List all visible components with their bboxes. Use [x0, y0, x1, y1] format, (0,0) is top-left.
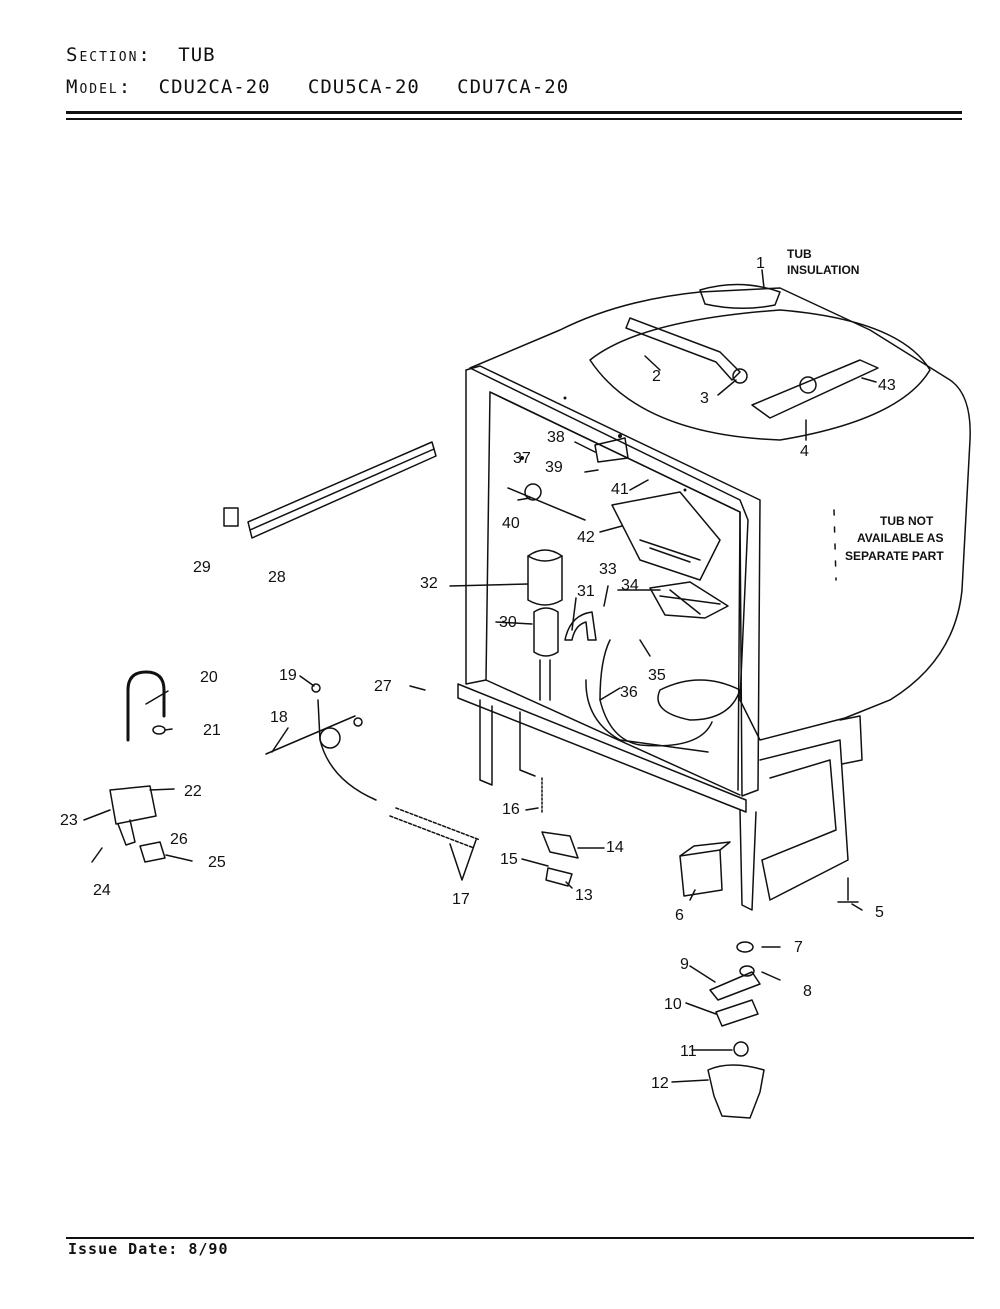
gasket-28 — [247, 441, 437, 539]
section-label: Section: — [66, 44, 152, 66]
callout-42: 42 — [577, 529, 595, 546]
callout-8: 8 — [803, 983, 812, 1000]
callout-39: 39 — [545, 459, 563, 476]
callout-43: 43 — [878, 377, 896, 394]
callout-1: 1 — [756, 255, 765, 272]
callout-22: 22 — [184, 783, 202, 800]
note-tub-insulation-1: TUB — [787, 247, 812, 261]
bracket-25 — [139, 841, 166, 863]
bracket-38 — [594, 437, 629, 463]
model-line: Model: CDU2CA-20 CDU5CA-20 CDU7CA-20 — [66, 76, 569, 98]
rod-18 — [265, 715, 356, 755]
clip-29 — [223, 507, 239, 527]
bracket-31 — [564, 611, 597, 641]
callout-25: 25 — [208, 854, 226, 871]
tub-shell — [469, 287, 971, 741]
callout-14: 14 — [606, 839, 624, 856]
callout-34: 34 — [621, 577, 639, 594]
plate-9 — [709, 971, 761, 1001]
callout-6: 6 — [675, 907, 684, 924]
header-rule-thin — [66, 118, 962, 120]
section-value: TUB — [178, 44, 216, 66]
callout-5: 5 — [875, 904, 884, 921]
callout-19: 19 — [279, 667, 297, 684]
model-label: Model: — [66, 76, 133, 98]
hose-20 — [126, 670, 166, 742]
note-tub-not-available-3: SEPARATE PART — [845, 549, 944, 563]
detergent-dispenser-42 — [611, 491, 721, 581]
callout-32: 32 — [420, 575, 438, 592]
callout-3: 3 — [700, 390, 709, 407]
note-tub-insulation-2: INSULATION — [787, 263, 859, 277]
door-frame — [465, 365, 761, 797]
note-tub-not-available-1: TUB NOT — [880, 514, 934, 528]
lower-spray-area — [657, 679, 741, 721]
callout-27: 27 — [374, 678, 392, 695]
pump-cylinder-32 — [527, 549, 563, 606]
nut-11 — [733, 1041, 749, 1057]
callout-23: 23 — [60, 812, 78, 829]
base-frame — [457, 683, 747, 813]
callout-28: 28 — [268, 569, 286, 586]
element-17 — [389, 807, 481, 849]
callout-21: 21 — [203, 722, 221, 739]
footer-rule — [66, 1237, 974, 1239]
bracket-13 — [545, 867, 573, 887]
callout-11: 11 — [680, 1043, 697, 1060]
callout-31: 31 — [577, 583, 595, 600]
callout-20: 20 — [200, 669, 218, 686]
callout-2: 2 — [652, 368, 661, 385]
float-switch — [319, 727, 341, 749]
callout-18: 18 — [270, 709, 288, 726]
callout-9: 9 — [680, 956, 689, 973]
callout-40: 40 — [502, 515, 520, 532]
callout-35: 35 — [648, 667, 666, 684]
section-line: Section: TUB — [66, 44, 216, 66]
foot-12 — [707, 1064, 765, 1119]
callout-12: 12 — [651, 1075, 669, 1092]
spray-arm-43 — [751, 359, 879, 419]
note-tub-not-available-2: AVAILABLE AS — [857, 531, 943, 545]
callout-30: 30 — [499, 614, 517, 631]
component-6 — [679, 849, 723, 897]
leg-5 — [837, 877, 859, 903]
callout-16: 16 — [502, 801, 520, 818]
callout-33: 33 — [599, 561, 617, 578]
washer-7 — [736, 941, 754, 953]
callout-17: 17 — [452, 891, 470, 908]
water-valve-23 — [109, 785, 157, 825]
feed-tube-2 — [625, 317, 741, 381]
callout-38: 38 — [547, 429, 565, 446]
clamp-21 — [152, 725, 166, 735]
callout-41: 41 — [611, 481, 629, 498]
header-rule-thick — [66, 111, 962, 114]
callout-36: 36 — [620, 684, 638, 701]
issue-date: Issue Date: 8/90 — [68, 1240, 229, 1258]
callout-7: 7 — [794, 939, 803, 956]
model-values: CDU2CA-20 CDU5CA-20 CDU7CA-20 — [158, 76, 570, 98]
callout-29: 29 — [193, 559, 211, 576]
washer-8 — [739, 965, 755, 977]
heater-36 — [585, 679, 709, 753]
switch-14 — [541, 831, 579, 859]
rinse-rack-34 — [649, 581, 729, 619]
callout-37: 37 — [513, 450, 531, 467]
plate-10 — [715, 999, 759, 1027]
part-40 — [524, 483, 542, 501]
callout-24: 24 — [93, 882, 111, 899]
callout-26: 26 — [170, 831, 188, 848]
callout-4: 4 — [800, 443, 809, 460]
callout-10: 10 — [664, 996, 682, 1013]
filter-30 — [533, 607, 559, 657]
tub-top-ellipse — [589, 309, 931, 441]
callout-15: 15 — [500, 851, 518, 868]
callout-13: 13 — [575, 887, 593, 904]
